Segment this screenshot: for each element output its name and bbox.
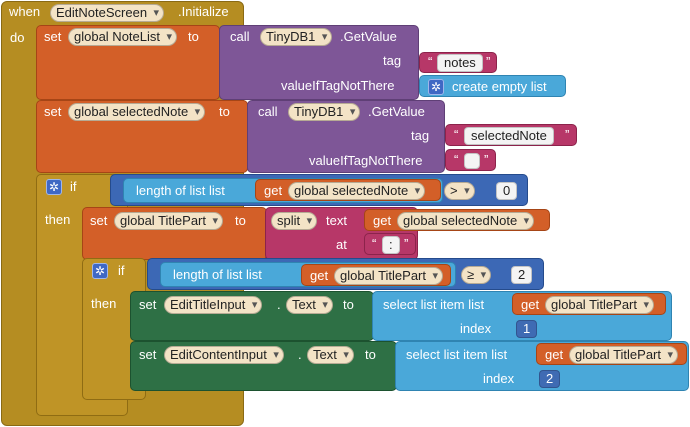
length-of-list-label: length of list list xyxy=(136,183,225,198)
text-notes-block[interactable]: “ notes ” xyxy=(419,52,497,73)
text-value-empty[interactable] xyxy=(464,153,480,169)
get-keyword: get xyxy=(310,268,329,283)
variable-dropdown-titlepart[interactable]: global TitlePart xyxy=(334,267,443,285)
close-quote: ” xyxy=(404,236,409,251)
get-keyword: get xyxy=(545,347,564,362)
set-edittitleinput-text-block[interactable]: set EditTitleInput . Text to xyxy=(130,291,374,341)
getvalue-method-label: .GetValue xyxy=(340,29,397,44)
tinydb-getvalue-notes-block[interactable]: call TinyDB1 .GetValue tag valueIfTagNot… xyxy=(219,25,419,100)
call-keyword: call xyxy=(230,29,250,44)
number-value-2[interactable]: 2 xyxy=(539,370,561,388)
get-keyword: get xyxy=(264,183,283,198)
set-keyword: set xyxy=(139,297,157,312)
index-socket-label: index xyxy=(483,371,515,386)
set-keyword: set xyxy=(90,213,108,228)
create-empty-list-block[interactable]: ✲ create empty list xyxy=(419,75,566,97)
select-list-item-label: select list item list xyxy=(406,347,508,362)
get-keyword: get xyxy=(373,213,392,228)
number-value-0[interactable]: 0 xyxy=(496,182,518,200)
property-dropdown-text[interactable]: Text xyxy=(286,296,333,314)
tinydb-getvalue-selectednote-block[interactable]: call TinyDB1 .GetValue tag valueIfTagNot… xyxy=(247,100,445,173)
value-if-tag-not-there-label: valueIfTagNotThere xyxy=(309,153,423,168)
variable-dropdown-selectednote[interactable]: global selectedNote xyxy=(288,182,426,200)
set-editcontentinput-text-block[interactable]: set EditContentInput . Text to xyxy=(130,341,397,391)
variable-dropdown-titlepart[interactable]: global TitlePart xyxy=(569,346,678,364)
math-compare-dropdown[interactable]: > xyxy=(444,182,475,200)
component-dropdown-tinydb1[interactable]: TinyDB1 xyxy=(288,103,361,121)
value-if-tag-not-there-label: valueIfTagNotThere xyxy=(281,78,395,93)
open-quote: “ xyxy=(372,236,377,251)
gear-icon[interactable]: ✲ xyxy=(92,263,108,279)
tag-socket-label: tag xyxy=(383,53,402,68)
set-keyword: set xyxy=(44,104,62,119)
set-global-titlepart-block[interactable]: set global TitlePart to xyxy=(82,207,267,260)
dot-separator: . xyxy=(298,347,302,362)
close-quote: ” xyxy=(486,54,491,69)
open-quote: “ xyxy=(454,127,459,142)
getvalue-method-label: .GetValue xyxy=(368,104,425,119)
open-quote: “ xyxy=(454,152,459,167)
to-keyword: to xyxy=(343,297,354,312)
when-keyword: when xyxy=(9,4,41,19)
variable-dropdown-selectednote[interactable]: global selectedNote xyxy=(68,103,206,121)
get-selectednote-block[interactable]: get global selectedNote xyxy=(364,209,550,231)
math-compare-dropdown[interactable]: ≥ xyxy=(461,266,492,284)
if-keyword: if xyxy=(70,179,77,194)
close-quote: ” xyxy=(484,152,489,167)
get-keyword: get xyxy=(521,297,540,312)
call-keyword: call xyxy=(258,104,278,119)
set-global-notelist-block[interactable]: set global NoteList to xyxy=(36,25,220,100)
number-value-1[interactable]: 1 xyxy=(516,320,538,338)
gear-icon[interactable]: ✲ xyxy=(46,179,62,195)
then-keyword: then xyxy=(45,212,71,227)
create-empty-list-label: create empty list xyxy=(452,79,547,94)
get-titlepart-block[interactable]: get global TitlePart xyxy=(301,264,451,286)
split-dropdown[interactable]: split xyxy=(271,212,318,230)
component-dropdown-editnotescreen[interactable]: EditNoteScreen xyxy=(50,4,165,22)
tag-socket-label: tag xyxy=(411,128,430,143)
text-value-notes[interactable]: notes xyxy=(437,54,483,72)
gear-icon[interactable]: ✲ xyxy=(428,79,444,95)
text-socket-label: text xyxy=(326,213,347,228)
property-dropdown-text[interactable]: Text xyxy=(307,346,354,364)
text-value-selectednote[interactable]: selectedNote xyxy=(464,127,554,145)
get-titlepart-block[interactable]: get global TitlePart xyxy=(512,293,666,315)
length-of-list-label: length of list list xyxy=(173,267,262,282)
if-keyword: if xyxy=(118,263,125,278)
to-keyword: to xyxy=(219,104,230,119)
set-global-selectednote-block[interactable]: set global selectedNote to xyxy=(36,100,248,173)
select-list-item-label: select list item list xyxy=(383,297,485,312)
at-socket-label: at xyxy=(336,237,347,252)
get-titlepart-block[interactable]: get global TitlePart xyxy=(536,343,687,365)
variable-dropdown-titlepart[interactable]: global TitlePart xyxy=(545,296,654,314)
set-keyword: set xyxy=(139,347,157,362)
text-value-colon[interactable]: : xyxy=(382,236,400,254)
component-dropdown-edittitleinput[interactable]: EditTitleInput xyxy=(164,296,263,314)
dot-separator: . xyxy=(277,297,281,312)
get-selectednote-block[interactable]: get global selectedNote xyxy=(255,179,441,201)
number-value-2[interactable]: 2 xyxy=(511,266,533,284)
text-empty-block[interactable]: “ ” xyxy=(445,149,496,171)
initialize-event-label: .Initialize xyxy=(178,4,229,19)
then-keyword: then xyxy=(91,296,117,311)
text-colon-block[interactable]: “ : ” xyxy=(364,233,416,255)
component-dropdown-tinydb1[interactable]: TinyDB1 xyxy=(260,28,333,46)
variable-dropdown-selectednote[interactable]: global selectedNote xyxy=(397,212,535,230)
component-dropdown-editcontentinput[interactable]: EditContentInput xyxy=(164,346,284,364)
to-keyword: to xyxy=(235,213,246,228)
text-selectednote-block[interactable]: “ selectedNote ” xyxy=(445,124,577,146)
index-socket-label: index xyxy=(460,321,492,336)
open-quote: “ xyxy=(428,54,433,69)
do-keyword: do xyxy=(10,30,25,45)
variable-dropdown-notelist[interactable]: global NoteList xyxy=(68,28,177,46)
variable-dropdown-titlepart[interactable]: global TitlePart xyxy=(114,212,223,230)
to-keyword: to xyxy=(365,347,376,362)
to-keyword: to xyxy=(188,29,199,44)
set-keyword: set xyxy=(44,29,62,44)
close-quote: ” xyxy=(565,127,570,142)
